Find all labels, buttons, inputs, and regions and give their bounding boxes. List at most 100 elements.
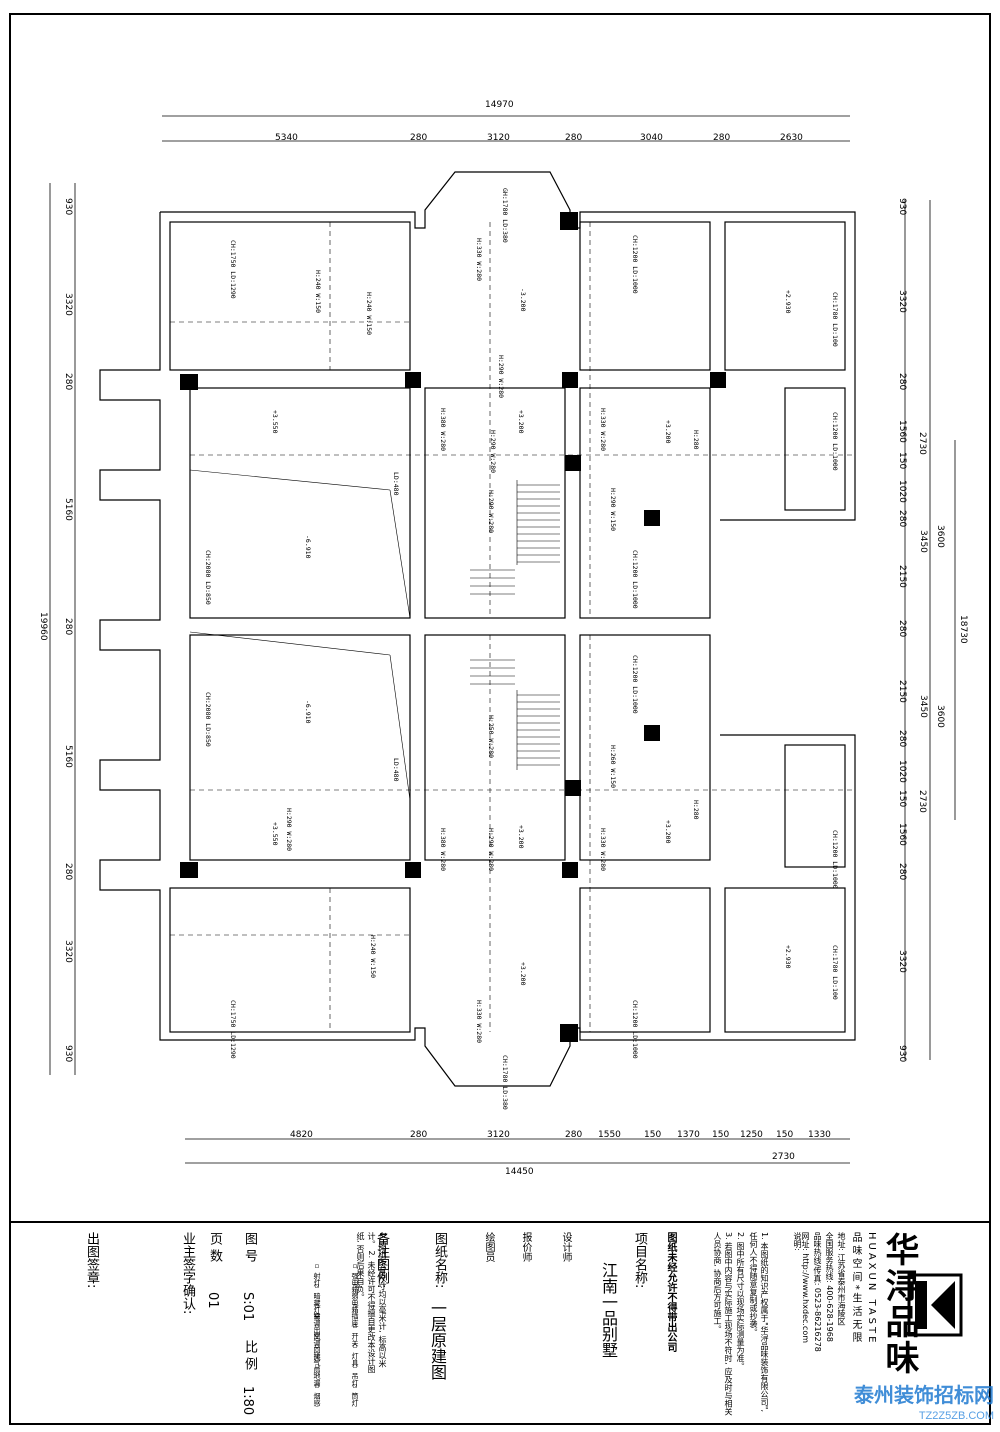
dim-bottom-sub: 2730: [772, 1152, 795, 1162]
company-address: 地址: 江苏省泰州市海陵区: [837, 1232, 846, 1326]
legend-title: 备注图例:: [374, 1232, 389, 1289]
slogan: 品 味 空 间 * 生 活 无 限: [850, 1232, 861, 1343]
dim-right-seg: 930: [897, 1045, 907, 1063]
level-label: +3.200: [517, 410, 525, 434]
window-label: CH:1780 LD:100: [831, 945, 839, 1000]
window-label: CH:1750 LD:1290: [229, 240, 237, 299]
beam-label: H:280: [692, 430, 700, 450]
level-label: +3.550: [271, 410, 279, 434]
level-label: +2.930: [784, 945, 792, 969]
legend-item: ▫ 筒灯: [351, 1382, 359, 1407]
dim-bottom-seg: 150: [712, 1130, 730, 1140]
level-label: +3.550: [271, 822, 279, 846]
watermark-text: 泰州装饰招标网: [854, 1385, 994, 1407]
legend-item: ▫ 烟感: [313, 1382, 321, 1407]
legend-item: ▫ 空调回风: [313, 1322, 321, 1361]
legend-item: ▫ 开关: [351, 1322, 359, 1347]
dim-top-seg: 280: [410, 133, 428, 143]
dim-right-seg: 150: [897, 452, 907, 470]
dim-right-sub: 3450: [918, 530, 928, 553]
window-label: GH:1780 LD:380: [501, 188, 509, 243]
door-label: LD:480: [392, 472, 400, 496]
window-label: CH:2080 LD:850: [204, 692, 212, 747]
dim-right-sub: 3600: [935, 705, 945, 728]
window-label: CH:1200 LD:1000: [631, 235, 639, 294]
legend-item: ▫ 灯具: [351, 1342, 359, 1367]
level-label: -3.200: [519, 288, 527, 312]
brand-name-cn: 华浔品味: [879, 1232, 919, 1376]
beam-label: H:290 W:280: [285, 808, 293, 852]
dim-top-total: 14970: [485, 100, 514, 110]
dim-right-sub: 3600: [935, 525, 945, 548]
brand-name-en: HUAXUN TASTE: [866, 1232, 877, 1346]
legend-item: ▫ 弱电箱: [351, 1282, 359, 1314]
legend-item: ▫ 吊灯: [351, 1362, 359, 1387]
dim-right-seg: 1560: [897, 420, 907, 443]
sign-label: 出图签章:: [84, 1232, 99, 1289]
window-label: CH:1200 LD:1000: [631, 550, 639, 609]
beam-label: H:290 W:280: [487, 490, 495, 534]
service-hotline: 全国服务热线: 400-628-1968: [825, 1232, 834, 1342]
dim-bottom-seg: 1550: [598, 1130, 621, 1140]
dim-right-seg: 280: [897, 730, 907, 748]
dim-top-seg: 3040: [640, 133, 663, 143]
beam-label: H:330 W:280: [475, 238, 483, 282]
beam-label: H:290 W:280: [489, 430, 497, 474]
level-label: +3.200: [664, 820, 672, 844]
window-label: CH:1200 LD:1000: [831, 830, 839, 889]
dim-bottom-total: 14450: [505, 1167, 534, 1177]
level-label: +3.200: [519, 962, 527, 986]
dim-left-seg: 3320: [63, 293, 73, 316]
dim-top-seg: 3120: [487, 133, 510, 143]
dim-top-seg: 280: [713, 133, 731, 143]
notes-heading: 说明:: [793, 1232, 802, 1251]
dim-left-seg: 930: [63, 1045, 73, 1063]
door-label: LD:480: [392, 758, 400, 782]
brand-logo-icon: [907, 1273, 963, 1337]
beam-label: H:250 W:280: [487, 715, 495, 759]
legend-item: ▫ 空调出风: [313, 1302, 321, 1341]
window-label: CH:1200 LD:1000: [831, 412, 839, 471]
dim-bottom-seg: 280: [410, 1130, 428, 1140]
dim-bottom-seg: 150: [776, 1130, 794, 1140]
dim-right-seg: 280: [897, 620, 907, 638]
dim-right-seg: 3320: [897, 950, 907, 973]
dim-bottom-seg: 1250: [740, 1130, 763, 1140]
level-label: +2.930: [784, 290, 792, 314]
dim-right-seg: 280: [897, 510, 907, 528]
dim-left-seg: 930: [63, 198, 73, 216]
brand-hotline: 品味热线/传真: 0523-86216278: [813, 1232, 822, 1352]
beam-label: H:280: [692, 800, 700, 820]
level-label: +3.200: [517, 825, 525, 849]
window-label: CH:1750 LD:1290: [229, 1000, 237, 1059]
role-estimator: 报价师: [520, 1232, 531, 1262]
dim-right-sub: 2730: [917, 790, 927, 813]
beam-label: H:290 W:280: [497, 355, 505, 399]
level-label: -6.910: [304, 535, 312, 559]
dim-right-seg: 3320: [897, 290, 907, 313]
dim-right-seg: 280: [897, 863, 907, 881]
dim-bottom-seg: 4820: [290, 1130, 313, 1140]
dim-top-seg: 5340: [275, 133, 298, 143]
dim-bottom-seg: 1370: [677, 1130, 700, 1140]
dim-bottom-seg: 150: [644, 1130, 662, 1140]
window-label: CH:2080 LD:850: [204, 550, 212, 605]
dim-right-seg: 930: [897, 198, 907, 216]
beam-label: H:330 W:280: [599, 408, 607, 452]
dim-top-seg: 280: [565, 133, 583, 143]
legend-note: 1. 图纸所有尺寸均以毫米计, 标高以米计。 2. 未经许可不得擅自更改本设计图…: [356, 1232, 387, 1373]
beam-label: H:330 W:280: [475, 1000, 483, 1044]
beam-label: H:290 W:280: [487, 828, 495, 872]
dim-right-sub: 3450: [918, 695, 928, 718]
pages-value: 01: [205, 1292, 220, 1309]
dim-right-seg: 2150: [897, 565, 907, 588]
dim-left-seg: 280: [63, 863, 73, 881]
beam-label: H:240 W:150: [314, 270, 322, 314]
project-label: 项目名称:: [632, 1232, 647, 1289]
copyright-warning: 图纸未经允许不得带出公司: [665, 1232, 676, 1352]
owner-confirm-label: 业主签字确认:: [180, 1232, 195, 1315]
dim-top-seg: 2630: [780, 133, 803, 143]
beam-label: H:380 W:280: [439, 408, 447, 452]
beam-label: H:330 W:280: [599, 828, 607, 872]
beam-label: H:240 W:150: [369, 935, 377, 979]
